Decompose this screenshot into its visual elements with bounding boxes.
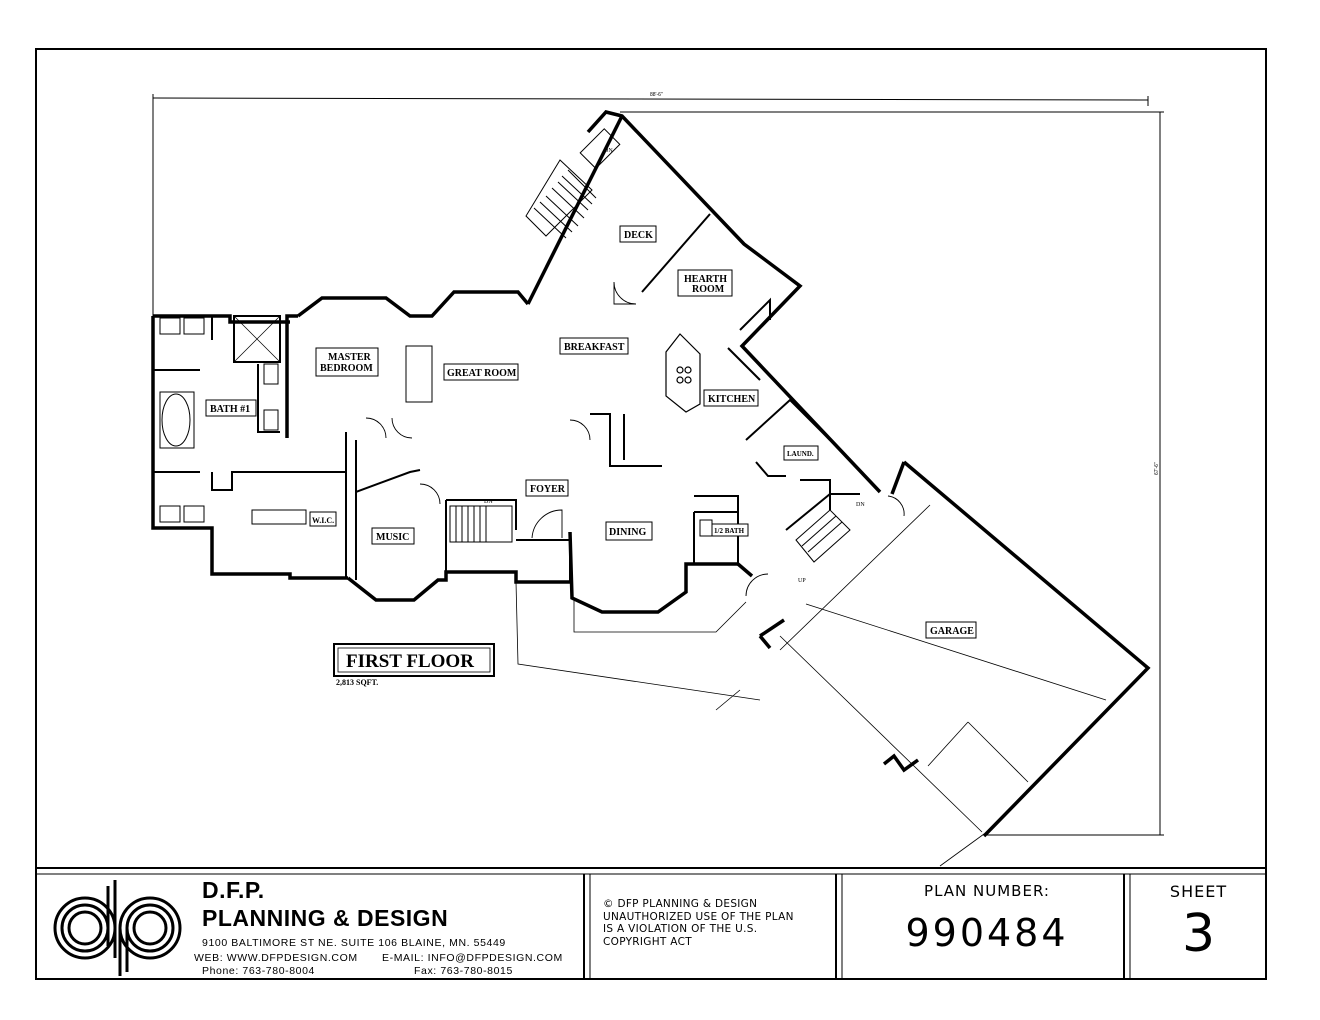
room-label-wic: W.I.C. bbox=[312, 516, 334, 525]
room-label-deck: DECK bbox=[624, 230, 653, 241]
deck-stairs bbox=[525, 128, 621, 239]
title-block: D.F.P. PLANNING & DESIGN 9100 BALTIMORE … bbox=[36, 868, 1266, 979]
garage-stair-dn-label: DN bbox=[856, 502, 865, 508]
plan-area: 2,813 SQFT. bbox=[336, 678, 378, 687]
copyright-line-2: UNAUTHORIZED USE OF THE PLAN bbox=[603, 910, 794, 923]
title-block-dividers bbox=[583, 874, 1131, 979]
room-label-laundry: LAUND. bbox=[787, 450, 814, 458]
plan-number-label: PLAN NUMBER: bbox=[924, 882, 1050, 900]
room-label-kitchen: KITCHEN bbox=[708, 394, 756, 405]
firm-web: WEB: WWW.DFPDESIGN.COM bbox=[194, 952, 358, 964]
room-label-hearth-room-1: HEARTH bbox=[684, 274, 727, 285]
room-label-master-bedroom-2: BEDROOM bbox=[320, 363, 373, 374]
plan-title: FIRST FLOOR bbox=[346, 651, 474, 672]
foyer-stairs bbox=[449, 505, 513, 543]
dimension-lines bbox=[152, 94, 1164, 836]
firm-email: E-MAIL: INFO@DFPDESIGN.COM bbox=[382, 952, 563, 964]
overall-depth-dimension: 67'-6" bbox=[1154, 462, 1160, 475]
sheet-label: SHEET bbox=[1169, 882, 1228, 901]
room-label-breakfast: BREAKFAST bbox=[564, 342, 625, 353]
deck-stair-dn-label: DN bbox=[604, 148, 613, 154]
room-labels: DECK HEARTH ROOM BREAKFAST MASTER BEDROO… bbox=[205, 225, 977, 639]
firm-phone: Phone: 763-780-8004 bbox=[202, 965, 315, 977]
sheet-border bbox=[35, 48, 1267, 980]
garage-lines bbox=[779, 504, 1107, 867]
room-label-music: MUSIC bbox=[376, 532, 409, 543]
plan-title-group: FIRST FLOOR 2,813 SQFT. bbox=[333, 643, 495, 687]
exterior-walkways bbox=[515, 581, 761, 711]
door-swings bbox=[365, 281, 905, 597]
dp-logo bbox=[53, 880, 182, 976]
room-label-garage: GARAGE bbox=[930, 626, 974, 637]
overall-width-dimension: 88'-6" bbox=[650, 92, 663, 98]
firm-name-line2: PLANNING & DESIGN bbox=[202, 905, 449, 931]
firm-name-line1: D.F.P. bbox=[202, 877, 265, 903]
copyright-line-1: © DFP PLANNING & DESIGN bbox=[603, 898, 758, 910]
bath-fixtures bbox=[159, 317, 713, 537]
sheet-number: 3 bbox=[1181, 904, 1216, 964]
room-label-great-room: GREAT ROOM bbox=[447, 368, 517, 379]
room-label-master-bedroom-1: MASTER bbox=[328, 352, 372, 363]
interior-walls bbox=[153, 213, 860, 582]
room-label-hearth-room-2: ROOM bbox=[692, 284, 725, 295]
copyright-line-4: COPYRIGHT ACT bbox=[603, 935, 692, 948]
firm-address: 9100 BALTIMORE ST NE. SUITE 106 BLAINE, … bbox=[202, 937, 506, 949]
copyright-notice: © DFP PLANNING & DESIGN UNAUTHORIZED USE… bbox=[603, 898, 843, 948]
room-label-dining: DINING bbox=[609, 527, 646, 538]
garage-stairs bbox=[795, 509, 851, 563]
firm-fax: Fax: 763-780-8015 bbox=[414, 965, 513, 977]
garage-stair-up-label: UP bbox=[798, 578, 806, 584]
room-label-bath-1: BATH #1 bbox=[210, 404, 250, 415]
kitchen-island bbox=[665, 333, 701, 413]
room-label-foyer: FOYER bbox=[530, 484, 566, 495]
copyright-line-3: IS A VIOLATION OF THE U.S. bbox=[603, 923, 758, 935]
room-label-half-bath: 1/2 BATH bbox=[714, 527, 745, 535]
plan-number: 990484 bbox=[905, 911, 1069, 955]
foyer-stair-dn-label: DN bbox=[484, 499, 493, 505]
exterior-walls bbox=[151, 110, 1151, 838]
